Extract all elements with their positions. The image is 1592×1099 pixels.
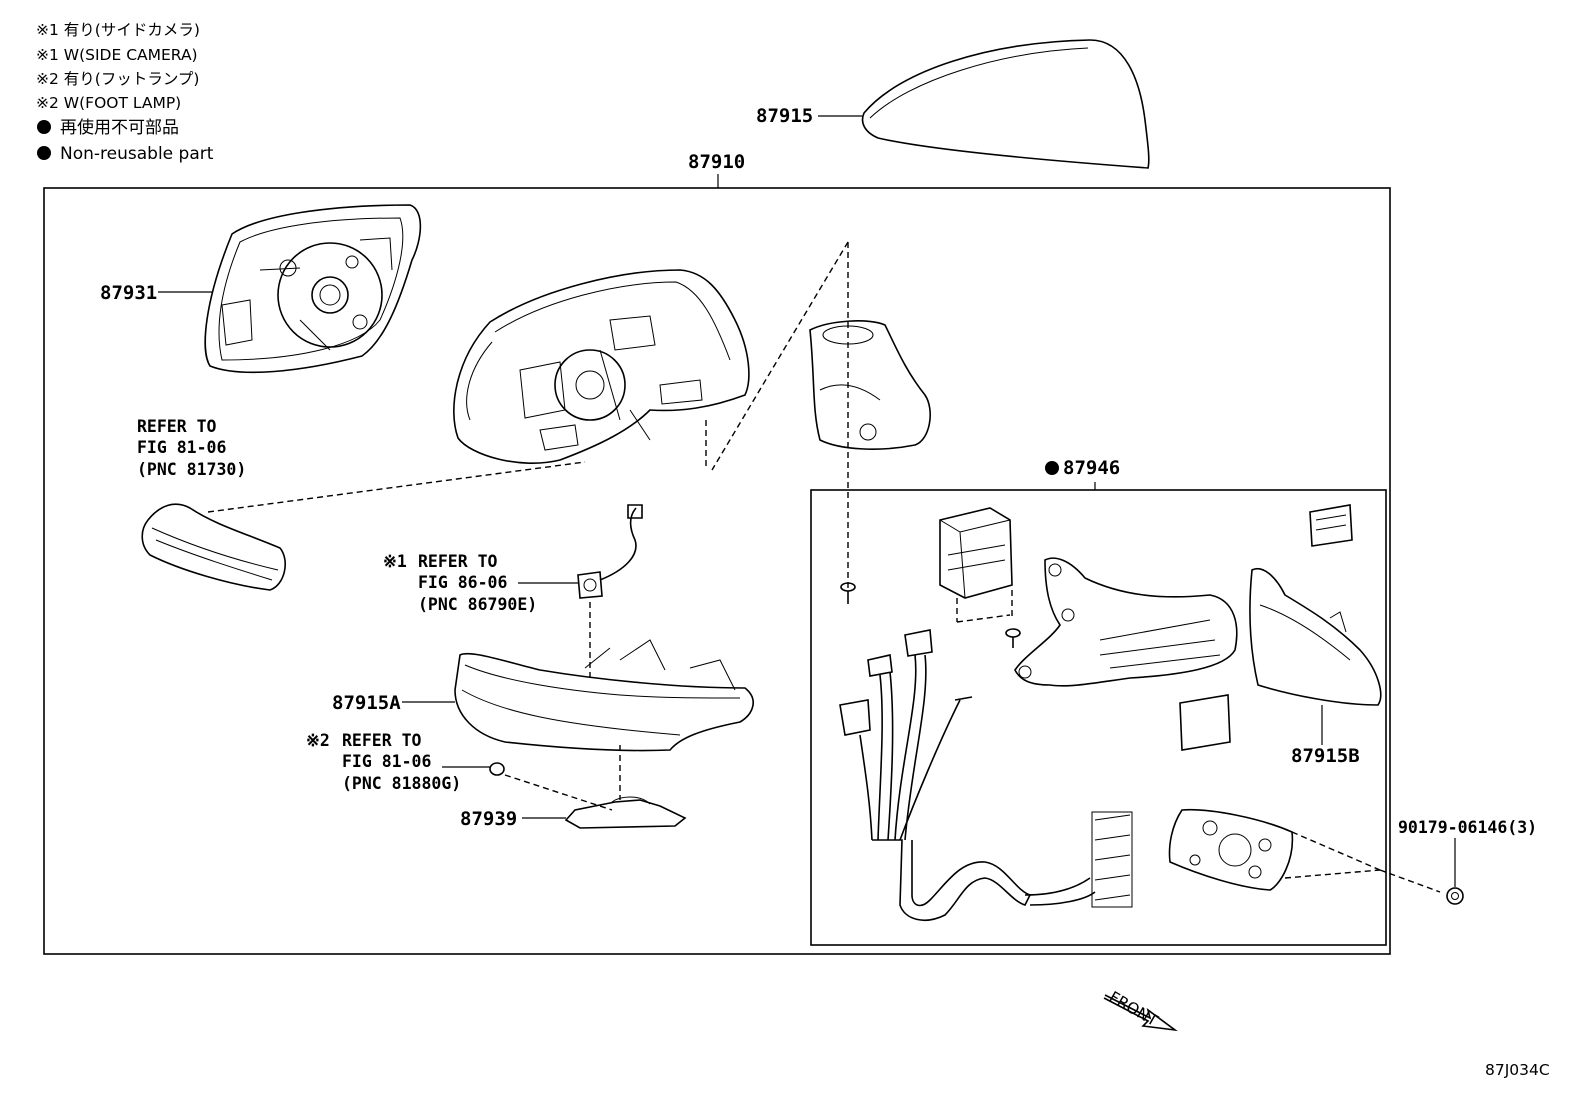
mirror-base-bracket (809, 320, 931, 450)
wire-harness (839, 629, 1133, 921)
ref1-line2: FIG 81-06 (137, 438, 226, 457)
part-label-87939: 87939 (460, 808, 517, 830)
ref3-line1: REFER TO (342, 731, 422, 750)
legend-line-6: Non-reusable part (60, 144, 214, 164)
nut-90179: 90179-06146(3) (1398, 818, 1537, 905)
ref1-line3: (PNC 81730) (137, 460, 246, 479)
foot-lamp-87939: 87939 (460, 796, 687, 830)
part-label-87946: 87946 (1063, 457, 1120, 479)
backing-plate (1168, 808, 1441, 893)
wire-connector (1309, 504, 1353, 547)
retractor-bracket (1014, 557, 1238, 687)
ref1-line1: REFER TO (137, 417, 217, 436)
mirror-housing (453, 269, 750, 464)
front-direction-arrow-icon: FRONT (1103, 988, 1178, 1032)
ref3-mark: ※2 (306, 731, 330, 750)
mirror-glass-87931: 87931 (100, 204, 422, 374)
part-label-87910: 87910 (688, 151, 745, 173)
legend-line-3: ※2 有り(フットランプ) (36, 70, 199, 88)
non-reusable-bullet-icon (37, 146, 51, 160)
lower-garnish-87915a: 87915A (332, 639, 754, 752)
ref2-line2: FIG 86-06 (418, 573, 507, 592)
legend-line-4: ※2 W(FOOT LAMP) (36, 94, 181, 112)
screw-small (840, 582, 856, 604)
legend-line-5: 再使用不可部品 (60, 117, 179, 138)
part-label-90179: 90179-06146(3) (1398, 818, 1537, 837)
legend: ※1 有り(サイドカメラ) ※1 W(SIDE CAMERA) ※2 有り(フッ… (36, 21, 214, 164)
part-label-87931: 87931 (100, 282, 157, 304)
ref2-line1: REFER TO (418, 552, 498, 571)
diagram-code: 87J034C (1485, 1061, 1550, 1079)
mirror-motor (939, 507, 1013, 623)
legend-line-2: ※1 W(SIDE CAMERA) (36, 46, 198, 64)
ref-81730: REFER TO FIG 81-06 (PNC 81730) (137, 417, 586, 591)
ref-81880g: ※2 REFER TO FIG 81-06 (PNC 81880G) (306, 731, 621, 811)
assembly-87946-box (810, 489, 1387, 946)
mirror-cover-87915b: 87915B (1249, 568, 1382, 767)
part-label-87915b: 87915B (1291, 745, 1360, 767)
part-label-87915a: 87915A (332, 692, 401, 714)
screw-small (1005, 628, 1021, 648)
ref2-line3: (PNC 86790E) (418, 595, 537, 614)
ref3-line3: (PNC 81880G) (342, 774, 461, 793)
ref2-mark: ※1 (383, 552, 407, 571)
non-reusable-bullet-icon (37, 120, 51, 134)
front-label: FRONT (1106, 988, 1161, 1030)
ref3-line2: FIG 81-06 (342, 752, 431, 771)
mirror-cover-87915: 87915 (756, 39, 1150, 169)
part-label-87915: 87915 (756, 105, 813, 127)
ref-86790e: ※1 REFER TO FIG 86-06 (PNC 86790E) (383, 504, 643, 680)
adhesive-pad (1179, 694, 1231, 751)
legend-line-1: ※1 有り(サイドカメラ) (36, 21, 200, 39)
assembly-87910-box (43, 187, 1391, 955)
non-reusable-bullet-icon (1045, 461, 1059, 475)
